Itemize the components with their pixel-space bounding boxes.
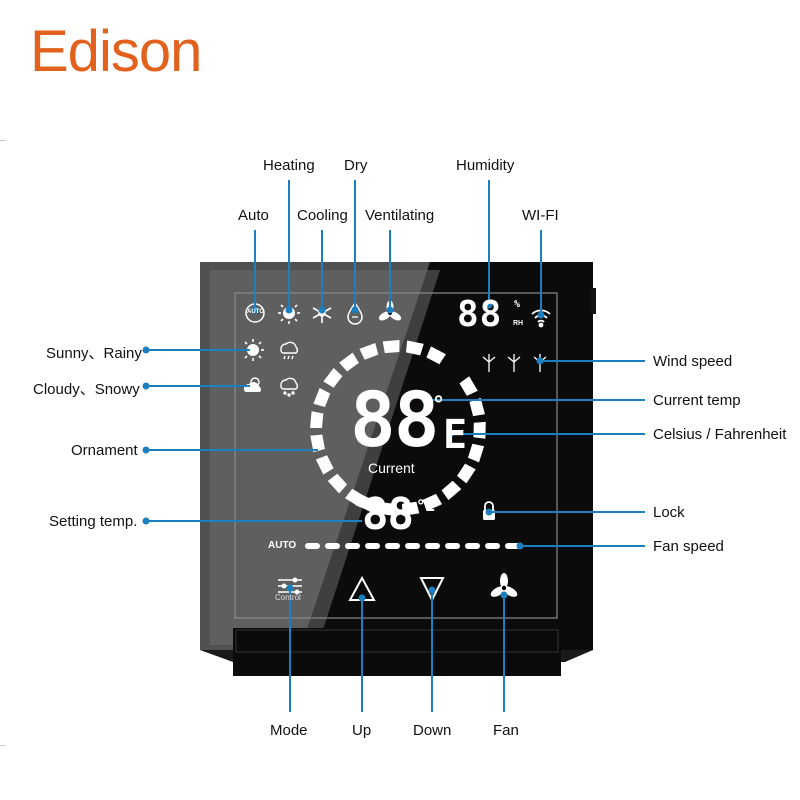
- snowy-icon: [280, 377, 298, 397]
- callout-cloudy-snowy: Cloudy、Snowy: [33, 381, 140, 398]
- callout-celsius-fahrenheit: Celsius / Fahrenheit: [653, 426, 787, 443]
- ornament-segment: [422, 493, 442, 512]
- leader-dot: [421, 396, 429, 404]
- cloudy-icon: [243, 377, 261, 392]
- callout-mode: Mode: [270, 722, 308, 739]
- current-temp-unit: E: [443, 412, 468, 458]
- ornament-segment: [315, 455, 334, 475]
- down-triangle-icon[interactable]: [419, 577, 445, 603]
- humidity-rh: RH: [513, 320, 524, 327]
- fan-speed-dash: [345, 543, 360, 549]
- ornament-segment: [339, 352, 359, 372]
- ornament-segment: [405, 340, 424, 356]
- leader-dot: [386, 306, 394, 314]
- ornament-segment: [473, 421, 486, 439]
- leader-dot: [485, 301, 493, 309]
- setting-temp-digits: 88: [362, 489, 414, 540]
- ornament-segment: [355, 494, 375, 512]
- fan-speed-dash: [325, 543, 340, 549]
- callout-wifi: WI-FI: [522, 207, 559, 224]
- callout-auto: Auto: [238, 207, 269, 224]
- leader-dot: [446, 430, 454, 438]
- leader-dot: [358, 594, 366, 602]
- fan-speed-dash: [305, 543, 320, 549]
- fan-speed-dash: [425, 543, 440, 549]
- ornament-segment: [457, 463, 476, 484]
- leader-dot: [516, 542, 524, 550]
- fan-speed-dash: [505, 543, 520, 549]
- leader-dot: [285, 306, 293, 314]
- fan-speed-dash: [485, 543, 500, 549]
- callout-lock: Lock: [653, 504, 685, 521]
- callout-ventilating: Ventilating: [365, 207, 435, 224]
- callout-fan: Fan: [493, 722, 519, 739]
- leader-dot: [142, 446, 150, 454]
- ornament-segment: [469, 397, 485, 417]
- sliders-icon[interactable]: [278, 577, 302, 595]
- leader-dot: [286, 584, 294, 592]
- brand-logo: Edison: [30, 19, 202, 84]
- callout-ornament: Ornament: [71, 442, 138, 459]
- leader-dot: [485, 508, 493, 516]
- leader-dot: [142, 517, 150, 525]
- current-label: Current: [368, 460, 415, 476]
- leader-dot: [537, 311, 545, 319]
- setting-temp-unit: °E: [416, 496, 436, 515]
- current-temp-degree: °: [432, 393, 446, 418]
- ornament-segment: [426, 346, 446, 365]
- callout-current-temp: Current temp: [653, 392, 741, 409]
- ornament-segment: [323, 367, 343, 388]
- leader-dot: [351, 306, 359, 314]
- edge-mark: [0, 140, 6, 141]
- callout-wind-speed: Wind speed: [653, 353, 733, 370]
- leader-dot: [142, 346, 150, 354]
- ornament-segment: [401, 501, 420, 516]
- callout-leaders: [142, 180, 645, 712]
- callout-sunny-rainy: Sunny、Rainy: [46, 345, 142, 362]
- droplet-icon: [347, 301, 363, 325]
- ornament-segment: [359, 342, 379, 360]
- leader-dot: [318, 306, 326, 314]
- ornament-segment: [378, 502, 396, 516]
- ornament-segment: [441, 480, 462, 501]
- ornament-segment: [459, 376, 478, 396]
- callout-dry: Dry: [344, 157, 368, 174]
- leader-dot: [536, 357, 544, 365]
- callout-fan-speed: Fan speed: [653, 538, 724, 555]
- humidity-percent: %: [514, 299, 521, 310]
- ornament-segment: [382, 340, 400, 354]
- callout-down: Down: [413, 722, 452, 739]
- fan-speed-dash: [405, 543, 420, 549]
- edge-mark: [0, 745, 6, 746]
- fan-speed-dash: [465, 543, 480, 549]
- auto-badge: AUTO: [247, 309, 264, 315]
- humidity-digits: 88: [457, 294, 503, 335]
- leader-dot: [428, 586, 436, 594]
- callout-cooling: Cooling: [297, 207, 348, 224]
- fan-button-icon[interactable]: [489, 573, 519, 599]
- callout-heating: Heating: [263, 157, 315, 174]
- ornament-segment: [310, 411, 324, 428]
- fan-speed-bar: [305, 543, 520, 549]
- ornament-segment: [327, 473, 348, 494]
- ornament-segment: [313, 388, 331, 408]
- leader-dot: [251, 306, 259, 314]
- fan-speed-dash: [445, 543, 460, 549]
- fan-speed-auto: AUTO: [268, 540, 297, 551]
- fan-speed-dash: [385, 543, 400, 549]
- control-label: Control: [275, 593, 301, 602]
- leader-dot: [142, 382, 150, 390]
- leader-dot: [500, 591, 508, 599]
- callout-humidity: Humidity: [456, 157, 515, 174]
- thermostat-device: [200, 262, 596, 676]
- ornament-segment: [467, 443, 485, 463]
- ornament-segment: [310, 434, 325, 453]
- callout-up: Up: [352, 722, 372, 739]
- display-frame: [234, 292, 558, 619]
- rainy-icon: [280, 341, 298, 360]
- callout-setting-temp: Setting temp.: [49, 513, 138, 530]
- fan-speed-dash: [365, 543, 380, 549]
- current-temp-digits: 88: [350, 375, 440, 464]
